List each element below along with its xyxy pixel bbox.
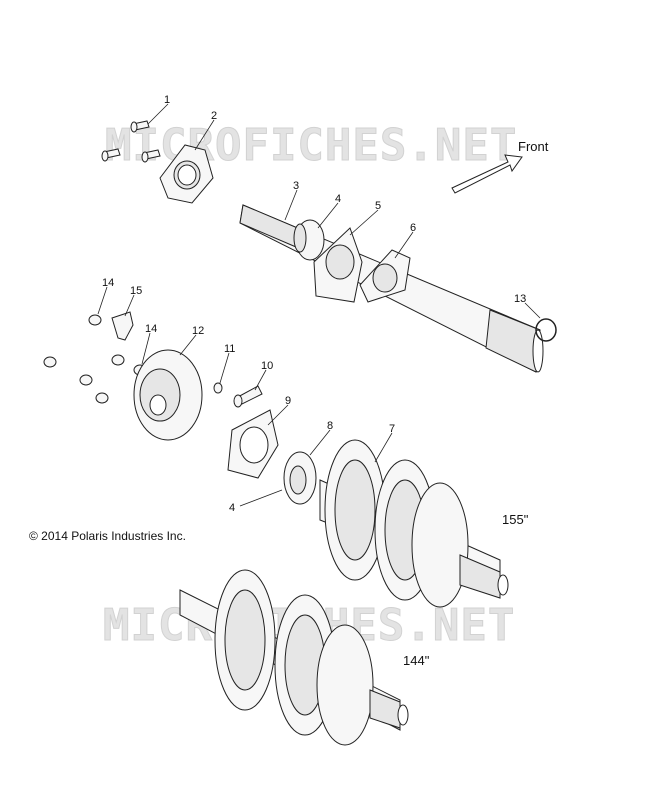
bolt-part-10 (233, 385, 263, 408)
bearing-cap-part-12 (133, 349, 203, 441)
bearing-part-8 (283, 451, 317, 505)
flange-part-5 (313, 227, 363, 303)
variant-label-144: 144" (403, 653, 430, 668)
callout-14-bottom: 14 (145, 323, 157, 335)
callout-9: 9 (285, 395, 291, 407)
callout-10: 10 (261, 360, 273, 372)
front-arrow-icon (451, 154, 523, 194)
callout-15: 15 (130, 285, 142, 297)
callout-1: 1 (164, 94, 170, 106)
flange-part-6 (359, 249, 411, 303)
gasket-part-9 (227, 409, 279, 479)
bolt-part-1 (101, 120, 161, 163)
callout-2: 2 (211, 110, 217, 122)
o-ring-part-13 (535, 318, 557, 342)
watermark-top: MICROFICHES.NET (105, 120, 517, 171)
leader-lines (97, 103, 541, 507)
callout-12: 12 (192, 325, 204, 337)
sprocket-assembly-144 (179, 569, 409, 746)
callout-13: 13 (514, 293, 526, 305)
callout-8: 8 (327, 420, 333, 432)
front-label: Front (518, 139, 549, 154)
sprocket-assembly-155 (319, 439, 509, 608)
flange-part-2 (159, 144, 214, 204)
variant-label-155: 155" (502, 512, 529, 527)
callout-14-top: 14 (102, 277, 114, 289)
callout-5: 5 (375, 200, 381, 212)
copyright-text: © 2014 Polaris Industries Inc. (29, 529, 186, 543)
callout-3: 3 (293, 180, 299, 192)
clip-part-15 (111, 311, 134, 341)
callout-6: 6 (410, 222, 416, 234)
callout-7: 7 (389, 423, 395, 435)
washer-part-11 (213, 382, 223, 394)
callout-11: 11 (224, 343, 235, 355)
callout-4: 4 (335, 193, 341, 205)
callout-4-lower: 4 (229, 502, 235, 514)
